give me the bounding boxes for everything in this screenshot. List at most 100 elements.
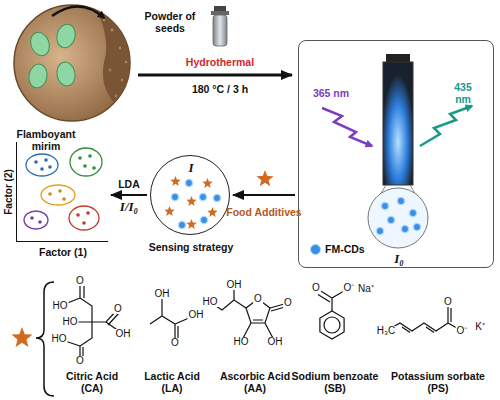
citric-acid-structure: OHOHOOOHHOOCitric Acid (CA) <box>50 276 136 400</box>
score-dot <box>82 221 86 225</box>
carbon-dot <box>376 227 383 234</box>
citric-acid-bonds <box>59 281 123 361</box>
intensity-label: I <box>188 161 193 176</box>
connector-arrow <box>138 74 292 77</box>
green-seed <box>54 22 78 50</box>
sodium-benzoate-structure: OO⁻Na⁺Sodium benzoate (SB) <box>296 276 380 400</box>
carbon-dot <box>213 194 220 201</box>
atom-label: OH <box>267 337 284 347</box>
condition-label: 180 °C / 3 h <box>170 83 270 95</box>
powder-grain <box>111 29 114 32</box>
compound-name: Potassium sorbate (PS) <box>382 370 494 394</box>
additive-star <box>164 206 174 216</box>
green-seed <box>55 61 77 88</box>
ascorbic-acid-bonds <box>210 285 288 342</box>
atom-label: O⁻ <box>456 326 469 336</box>
carbon-dot <box>199 193 206 200</box>
seed-powder <box>92 0 140 112</box>
powder-grain <box>121 79 123 81</box>
score-dot <box>88 154 92 158</box>
carbon-dot <box>381 202 388 209</box>
score-dot <box>76 213 80 217</box>
additive-star <box>256 170 273 186</box>
additive-star <box>207 207 217 217</box>
wavelength-label: 435 nm <box>448 81 478 105</box>
score-dot <box>34 160 38 164</box>
atom-label: O <box>113 304 123 314</box>
carbon-dot <box>171 193 178 200</box>
score-dot <box>44 158 48 162</box>
cluster-ellipse <box>70 148 102 176</box>
edge-label: LDA <box>109 178 149 190</box>
axis-label: Factor (1) <box>18 246 108 258</box>
emission-arrow <box>420 106 472 146</box>
excitation-arrow <box>322 108 372 146</box>
score-dot <box>30 216 34 220</box>
carbon-dot <box>397 197 404 204</box>
atom-label: O <box>253 294 263 304</box>
cluster-ellipse <box>24 211 48 229</box>
powder-grain <box>109 69 112 72</box>
aromatic-ring <box>324 317 340 333</box>
powder-grain <box>125 61 128 64</box>
edge-label: Hydrothermal <box>175 56 265 68</box>
score-dot <box>48 192 52 196</box>
cuvette-cap <box>386 54 410 62</box>
score-dot <box>86 211 90 215</box>
sensing-label: Sensing strategy <box>141 241 241 253</box>
carbon-dot <box>185 179 192 186</box>
vessel-cap <box>214 6 226 11</box>
additive-star <box>186 219 196 229</box>
atom-label: HO <box>51 334 68 344</box>
curved-arrow <box>52 6 104 18</box>
atom-label: O <box>283 298 293 308</box>
green-seed <box>27 30 52 59</box>
atom-label: HO <box>52 301 69 311</box>
additive-star <box>186 196 196 206</box>
sensing-circle: ISensing strategy <box>150 155 230 235</box>
legend-text: FM-CDs <box>325 243 365 255</box>
score-dot <box>92 166 96 170</box>
carbon-dot <box>413 223 420 230</box>
connector-arrow <box>233 194 295 196</box>
vessel-body <box>213 15 227 46</box>
score-dot <box>62 197 66 201</box>
atom-label: O <box>170 338 180 348</box>
additive-star <box>170 176 180 186</box>
score-dot <box>58 189 62 193</box>
score-dot <box>83 164 87 168</box>
cuvette <box>383 62 413 185</box>
compound-name: Ascorbic Acid (AA) <box>219 370 291 394</box>
atom-label: O <box>75 356 85 366</box>
powder-grain <box>103 19 105 21</box>
powder-grain <box>115 95 118 98</box>
ascorbic-acid-structure: OHHOOOHOOHAscorbic Acid (AA) <box>204 276 296 400</box>
benzoate-bonds <box>316 288 349 339</box>
potassium-sorbate-structure: OH₃CO⁻K⁺Potassium sorbate (PS) <box>372 276 498 400</box>
powder-grain <box>119 47 121 49</box>
carbon-dot <box>178 221 185 228</box>
atom-label: Na⁺ <box>357 284 375 294</box>
atom-label: O⁻ <box>343 283 356 293</box>
lactic-acid-structure: OH OH O Lactic Acid (LA) <box>142 276 206 400</box>
legend-entry: FM-CDs <box>310 243 365 255</box>
carbon-dots-panel: 365 nm 435 nm I₀ <box>298 40 494 268</box>
carbon-dot <box>409 209 416 216</box>
photo-label: Powder of seeds <box>139 10 201 34</box>
intensity-label: I₀ <box>394 252 404 267</box>
seed-photo: Powder of seedsFlamboyant mirim <box>12 4 132 122</box>
score-dot <box>38 220 42 224</box>
atom-label: H₃C <box>376 326 397 336</box>
atom-label: OH <box>154 289 171 299</box>
bond-group <box>59 281 462 361</box>
atom-label: OH <box>188 310 205 320</box>
green-seed <box>27 63 49 90</box>
additive-star <box>12 327 33 347</box>
additive-star <box>202 178 212 188</box>
compound-name: Lactic Acid (LA) <box>141 370 203 394</box>
wavelength-label: 365 nm <box>313 87 349 99</box>
axis-label: Factor (2) <box>3 169 15 215</box>
carbon-dot <box>387 216 394 223</box>
atom-label: O <box>75 276 85 286</box>
atom-label: O <box>443 297 453 307</box>
